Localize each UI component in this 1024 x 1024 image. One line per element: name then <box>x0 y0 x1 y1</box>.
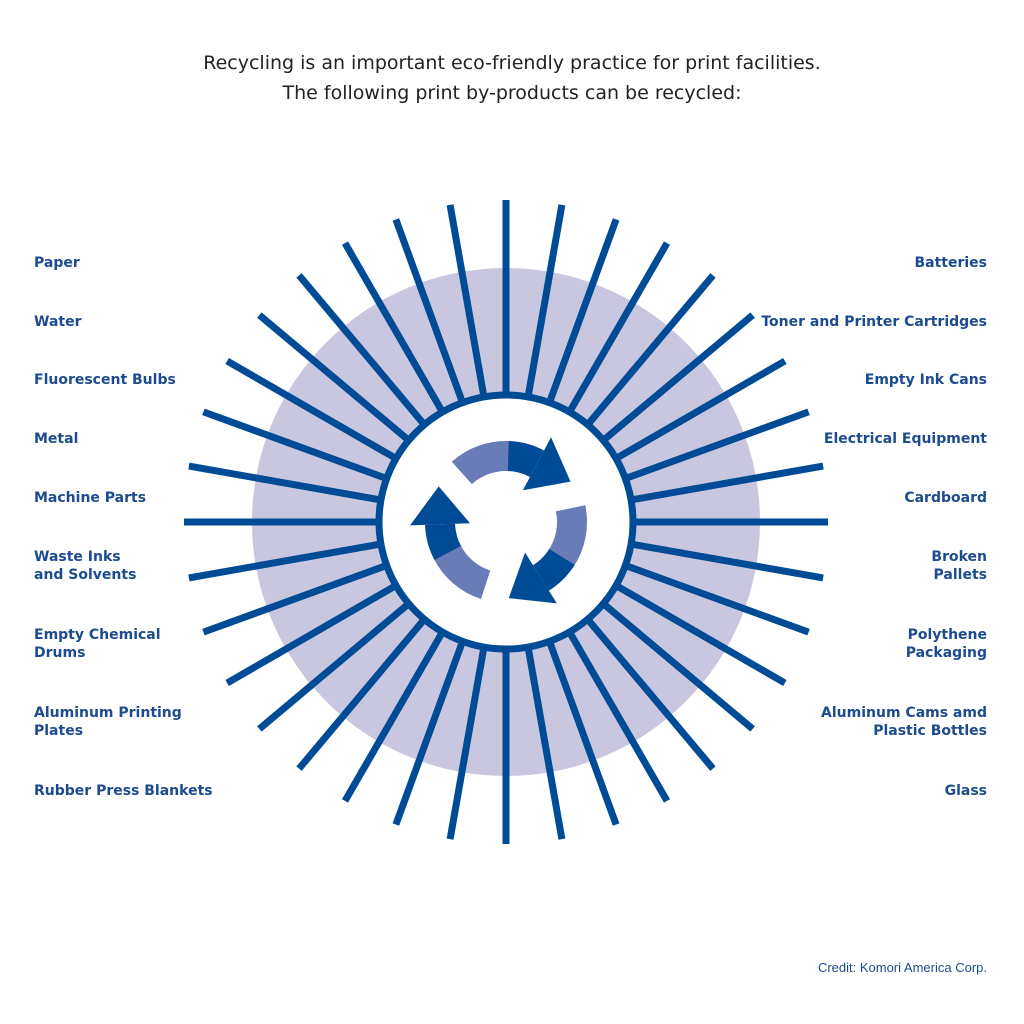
arrow-shaft <box>425 523 462 561</box>
left-label: Water <box>34 313 81 331</box>
ray <box>202 408 387 482</box>
ray <box>631 540 824 582</box>
label-line: Aluminum Printing <box>34 705 182 721</box>
label-line: Toner and Printer Cartridges <box>761 314 987 330</box>
arrow-head <box>410 486 471 526</box>
arrow-shaft <box>532 548 575 591</box>
label-line: Empty Chemical <box>34 627 161 643</box>
center-circle <box>375 391 637 653</box>
title-line-2: The following print by-products can be r… <box>282 82 742 104</box>
left-label: Fluorescent Bulbs <box>34 371 176 389</box>
ray <box>601 312 755 443</box>
label-line: Rubber Press Blankets <box>34 783 213 799</box>
ray <box>546 641 620 826</box>
label-line: Electrical Equipment <box>823 431 987 447</box>
ray <box>566 241 671 413</box>
label-line: Broken <box>931 549 987 565</box>
ray <box>566 631 671 803</box>
rays <box>184 200 828 844</box>
ray <box>446 204 488 397</box>
page-title: Recycling is an important eco-friendly p… <box>0 48 1024 108</box>
left-label: Waste Inks and Solvents <box>34 548 136 584</box>
arrow-band <box>547 505 587 568</box>
ray <box>257 312 411 443</box>
right-label: Glass <box>945 782 987 800</box>
title-line-1: Recycling is an important eco-friendly p… <box>203 52 821 74</box>
label-line: Plates <box>34 723 84 739</box>
ray <box>188 462 381 504</box>
label-line: Fluorescent Bulbs <box>34 372 176 388</box>
label-line: and Solvents <box>34 567 137 583</box>
label-line: Machine Parts <box>34 490 147 506</box>
label-line: Drums <box>34 645 86 661</box>
ray <box>225 582 397 687</box>
arrow-band <box>433 543 491 600</box>
label-line: Pallets <box>933 567 987 583</box>
right-label: Batteries <box>914 254 987 272</box>
arrow-shaft <box>507 441 545 478</box>
label-line: Empty Ink Cans <box>864 372 987 388</box>
label-line: Metal <box>34 431 79 447</box>
ray <box>257 601 411 732</box>
ray <box>202 562 387 636</box>
ray <box>615 582 787 687</box>
ray <box>615 357 787 462</box>
right-label: Empty Ink Cans <box>865 371 987 389</box>
ray <box>601 601 755 732</box>
ray <box>225 357 397 462</box>
ray <box>546 218 620 403</box>
recycle-arrow <box>451 437 571 491</box>
ray <box>341 631 446 803</box>
credit: Credit: Komori America Corp. <box>817 960 987 975</box>
label-line: Water <box>34 314 82 330</box>
ray <box>296 273 427 427</box>
arrow-band <box>451 441 512 485</box>
right-label: Cardboard <box>904 489 987 507</box>
ray <box>625 408 810 482</box>
ray <box>585 617 716 771</box>
label-line: Paper <box>34 255 80 271</box>
ray <box>631 462 824 504</box>
right-label: Toner and Printer Cartridges <box>761 313 987 331</box>
left-label: Rubber Press Blankets <box>34 782 213 800</box>
recycle-arrow <box>508 505 587 604</box>
label-line: Polythene <box>907 627 987 643</box>
recycle-arrow <box>410 486 491 600</box>
left-label: Paper <box>34 254 80 272</box>
ray <box>188 540 381 582</box>
left-label: Metal <box>34 430 78 448</box>
label-line: Aluminum Cams amd <box>821 705 987 721</box>
label-line: Waste Inks <box>34 549 121 565</box>
ray <box>625 562 810 636</box>
ray <box>524 647 566 840</box>
label-line: Plastic Bottles <box>873 723 987 739</box>
label-line: Packaging <box>905 645 987 661</box>
label-line: Batteries <box>914 255 987 271</box>
left-label: Machine Parts <box>34 489 146 507</box>
ray <box>585 273 716 427</box>
ray <box>392 218 466 403</box>
arrow-head <box>522 437 571 491</box>
right-label: Electrical Equipment <box>824 430 987 448</box>
arrow-head <box>508 552 557 604</box>
ray <box>296 617 427 771</box>
label-line: Cardboard <box>904 490 987 506</box>
ray <box>524 204 566 397</box>
ray <box>341 241 446 413</box>
label-line: Glass <box>944 783 987 799</box>
ray <box>446 647 488 840</box>
ray <box>392 641 466 826</box>
recycle-icon <box>410 437 587 604</box>
